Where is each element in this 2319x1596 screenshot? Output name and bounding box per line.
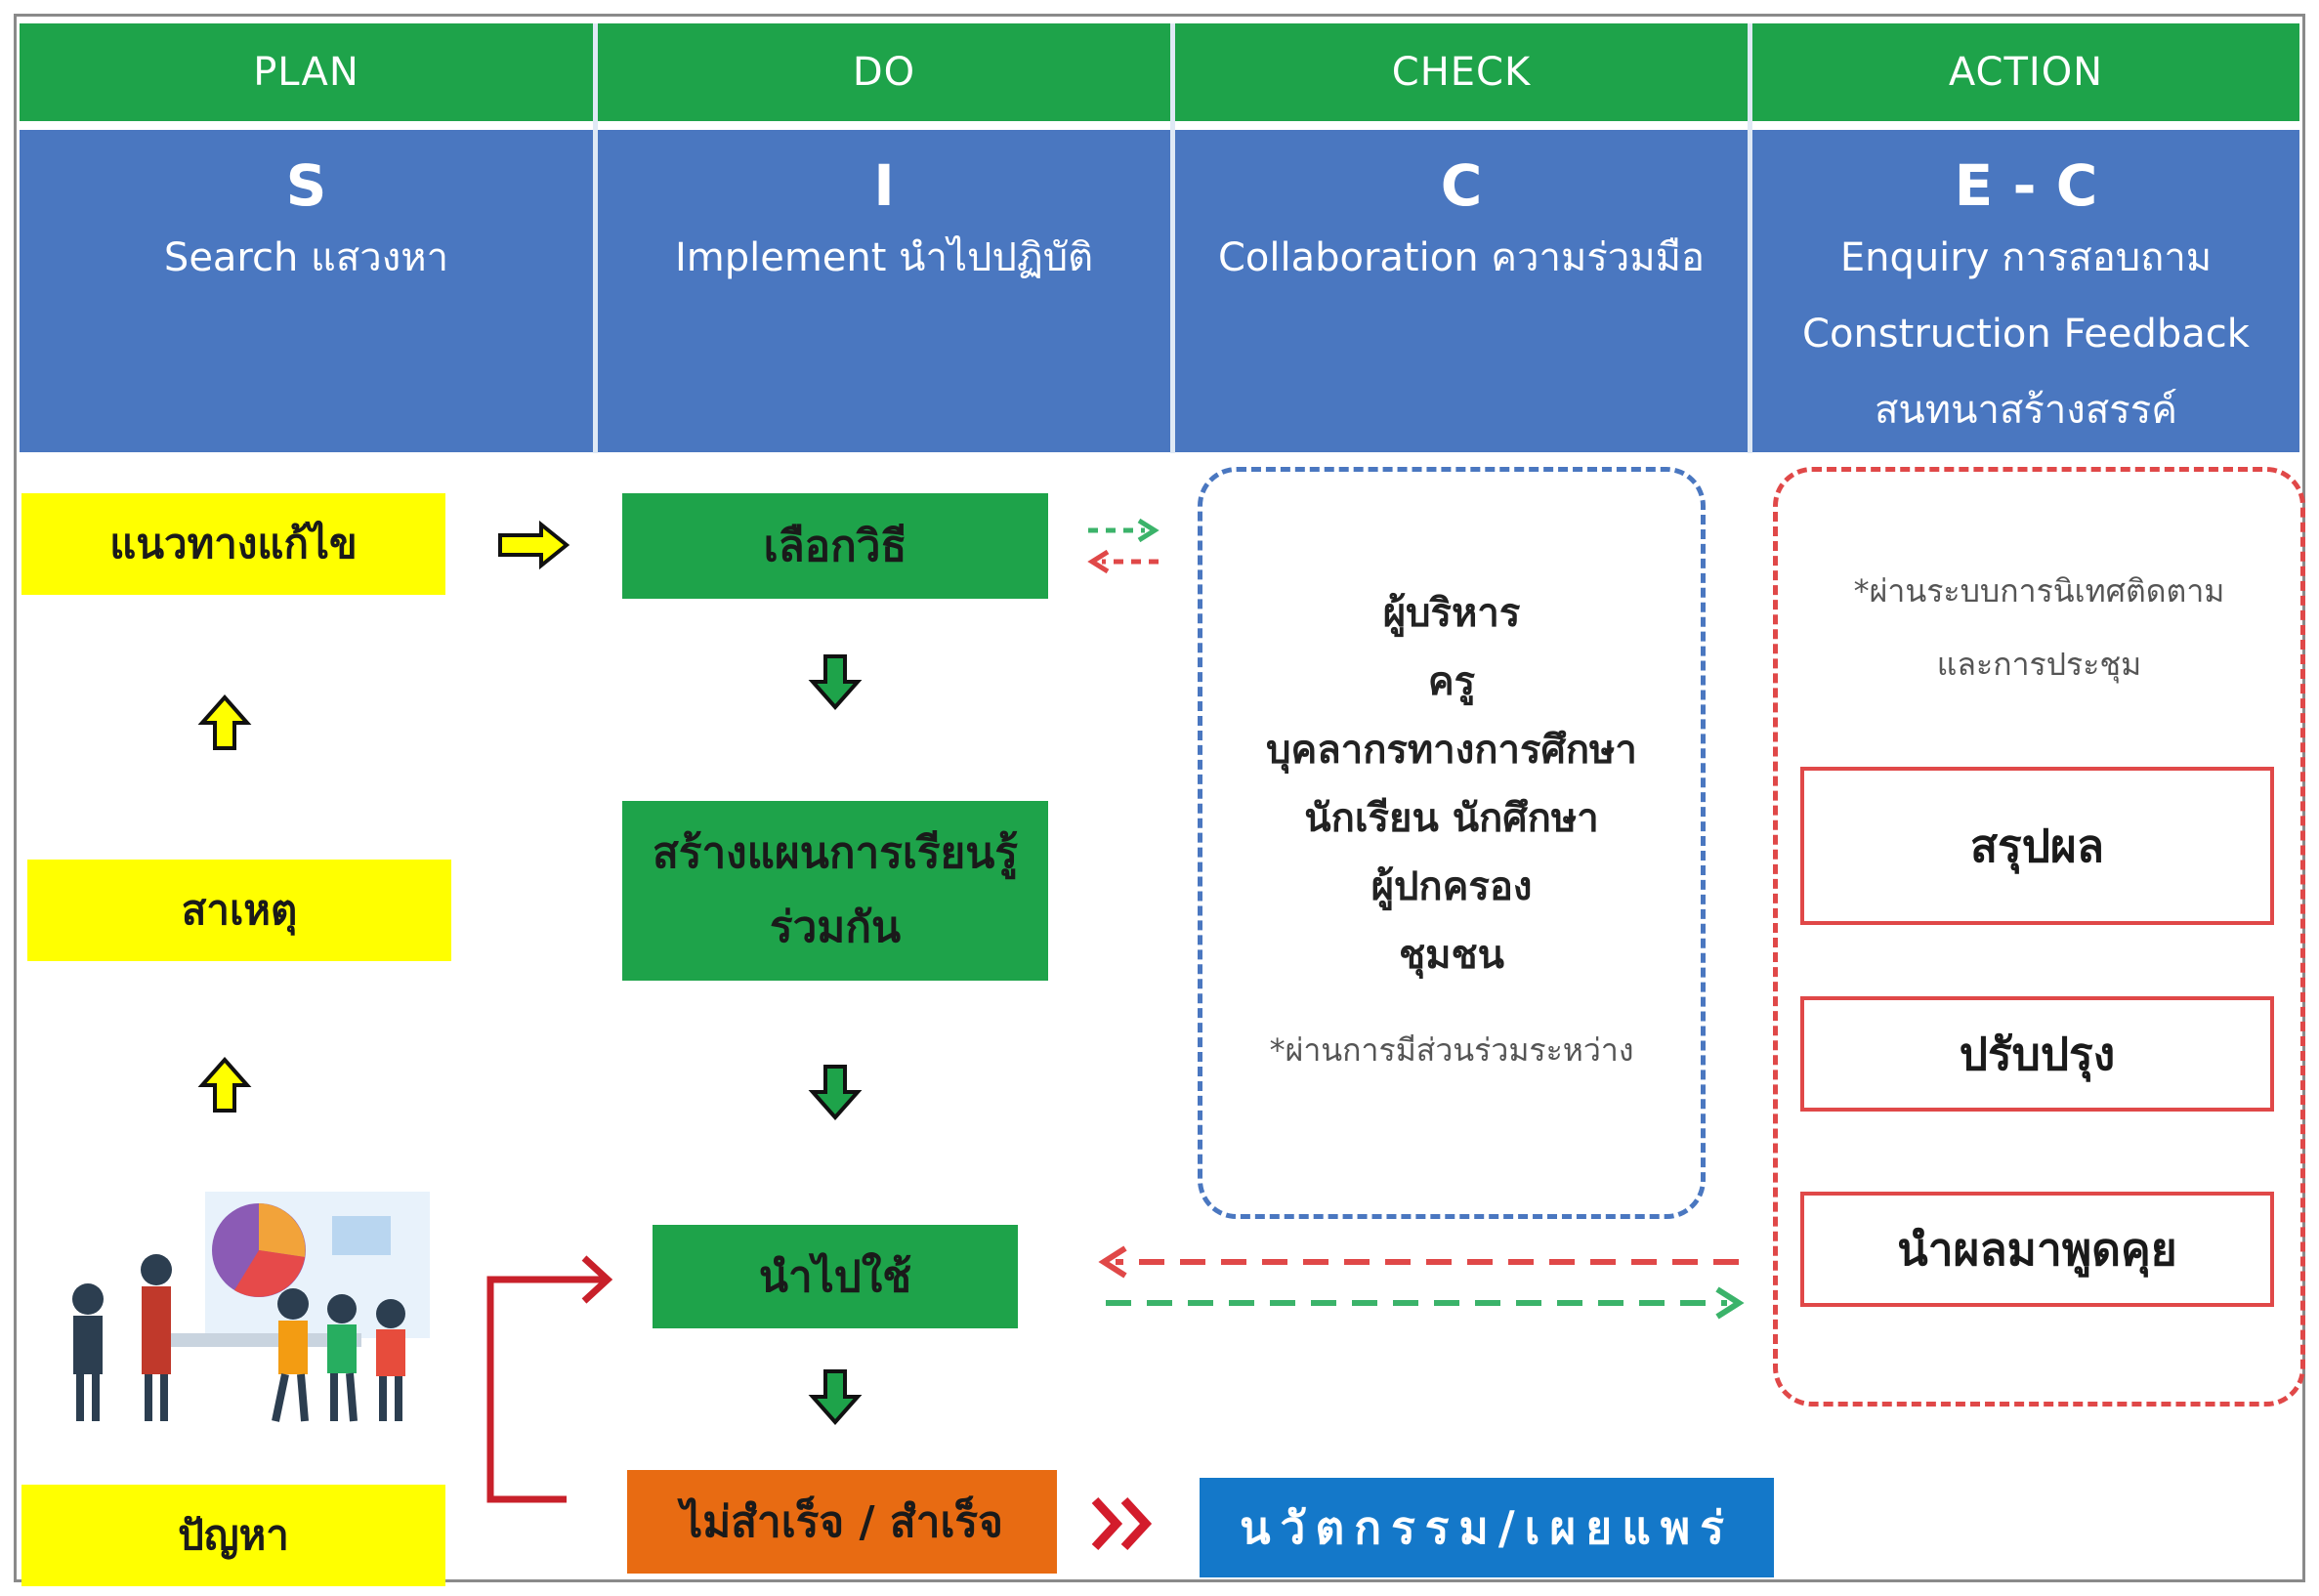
learning-plan-line: ร่วมกัน bbox=[769, 903, 902, 952]
action-note: *ผ่านระบบการนิเทศติดตาม bbox=[1853, 572, 2225, 609]
learning-plan-line: สร้างแผนการเรียนรู้ bbox=[652, 828, 1019, 878]
column-letter: S bbox=[285, 152, 327, 219]
summary-box: สรุปผล bbox=[1800, 767, 2274, 925]
column-divider bbox=[1748, 23, 1752, 453]
column-divider bbox=[1170, 23, 1175, 453]
feedback-arrows-icon bbox=[1098, 1245, 1745, 1320]
phase-check: CHECK bbox=[1175, 23, 1748, 121]
phase-plan: PLAN bbox=[20, 23, 593, 121]
exchange-arrows-icon bbox=[1087, 518, 1160, 574]
choose-method-box: เลือกวิธี bbox=[622, 493, 1048, 599]
column-text: สนทนาสร้างสรรค์ bbox=[1875, 388, 2177, 433]
cause-box: สาเหตุ bbox=[27, 860, 451, 961]
action-group bbox=[1773, 467, 2305, 1407]
down-arrow-icon bbox=[808, 1369, 863, 1426]
learning-plan-box: สร้างแผนการเรียนรู้ ร่วมกัน bbox=[622, 801, 1048, 981]
column-collaboration: C Collaboration ความร่วมมือ bbox=[1175, 130, 1748, 452]
right-arrow-icon bbox=[498, 520, 570, 570]
result-box: ไม่สำเร็จ / สำเร็จ bbox=[627, 1470, 1057, 1574]
action-note: และการประชุม bbox=[1936, 646, 2142, 683]
stakeholder-item: นักเรียน นักศึกษา bbox=[1304, 796, 1599, 841]
column-text: Construction Feedback bbox=[1802, 312, 2250, 357]
column-text: Search แสวงหา bbox=[163, 235, 449, 280]
column-letter: I bbox=[873, 152, 895, 219]
improve-box: ปรับปรุง bbox=[1800, 996, 2274, 1112]
column-divider bbox=[593, 23, 598, 453]
apply-box: นำไปใช้ bbox=[653, 1225, 1018, 1328]
up-arrow-icon bbox=[197, 1056, 252, 1113]
stakeholder-item: ผู้ปกครอง bbox=[1370, 864, 1533, 909]
column-text: Implement นำไปปฏิบัติ bbox=[674, 235, 1094, 280]
column-text: Enquiry การสอบถาม bbox=[1839, 235, 2213, 280]
stakeholder-item: ชุมชน bbox=[1398, 933, 1504, 978]
down-arrow-icon bbox=[808, 1065, 863, 1121]
check-note: *ผ่านการมีส่วนร่วมระหว่าง bbox=[1269, 1031, 1634, 1069]
phase-action: ACTION bbox=[1752, 23, 2299, 121]
column-search: S Search แสวงหา bbox=[20, 130, 593, 452]
team-meeting-illustration bbox=[72, 1192, 430, 1422]
loop-arrow-icon bbox=[486, 1255, 613, 1503]
problem-box: ปัญหา bbox=[21, 1485, 445, 1586]
column-text: Collaboration ความร่วมมือ bbox=[1217, 235, 1706, 280]
up-arrow-icon bbox=[197, 693, 252, 750]
column-implement: I Implement นำไปปฏิบัติ bbox=[598, 130, 1170, 452]
stakeholder-item: ครู bbox=[1427, 659, 1476, 704]
column-enquiry: E - C Enquiry การสอบถาม Construction Fee… bbox=[1752, 130, 2299, 452]
column-letter: C bbox=[1440, 152, 1483, 219]
discuss-results-box: นำผลมาพูดคุย bbox=[1800, 1192, 2274, 1307]
column-letter: E - C bbox=[1954, 152, 2098, 219]
innovation-box: นวัตกรรม/เผยแพร่ bbox=[1200, 1478, 1774, 1577]
solution-box: แนวทางแก้ไข bbox=[21, 493, 445, 595]
phase-do: DO bbox=[598, 23, 1170, 121]
stakeholder-item: ผู้บริหาร bbox=[1382, 591, 1521, 636]
stakeholder-item: บุคลากรทางการศึกษา bbox=[1266, 728, 1637, 773]
collaboration-group bbox=[1198, 467, 1706, 1219]
down-arrow-icon bbox=[808, 654, 863, 711]
double-chevron-icon bbox=[1091, 1496, 1153, 1551]
